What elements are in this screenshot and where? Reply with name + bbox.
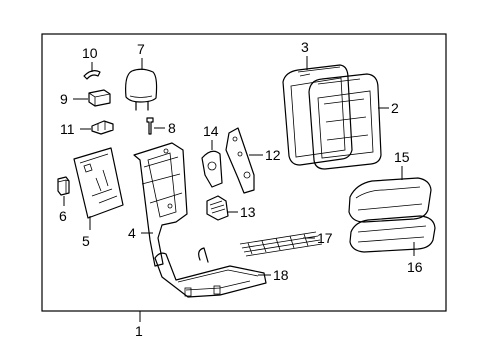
part-5-back-panel (73, 147, 124, 219)
callout-4: 4 (128, 225, 136, 241)
callout-7: 7 (137, 41, 145, 57)
part-8-pin (146, 117, 154, 135)
part-11-guide (91, 120, 114, 135)
part-18-seat-frame (154, 247, 267, 298)
callout-2: 2 (391, 100, 399, 116)
part-16-seat-pad (349, 215, 436, 253)
assembly-frame (41, 33, 447, 312)
part-7-headrest (125, 68, 158, 111)
callout-14: 14 (203, 123, 219, 139)
part-6-latch (57, 176, 70, 196)
callout-8: 8 (168, 120, 176, 136)
callout-5: 5 (82, 233, 90, 249)
part-2-back-cover (308, 73, 382, 170)
callout-6: 6 (59, 208, 67, 224)
callout-12: 12 (265, 147, 281, 163)
part-17-spring-mat (239, 231, 323, 257)
part-12-recliner (225, 127, 255, 194)
part-4-back-frame (133, 142, 188, 267)
callout-17: 17 (317, 230, 333, 246)
callout-18: 18 (273, 267, 289, 283)
callout-10: 10 (82, 45, 98, 61)
part-10-clip (83, 70, 101, 80)
callout-11: 11 (60, 121, 75, 137)
callout-13: 13 (240, 204, 256, 220)
callout-16: 16 (407, 259, 423, 275)
callout-1: 1 (135, 323, 143, 339)
callout-3: 3 (301, 39, 309, 55)
part-14-cover (201, 150, 223, 188)
callout-15: 15 (394, 149, 410, 165)
callout-9: 9 (60, 91, 68, 107)
part-9-bracket (88, 89, 111, 107)
part-13-lower-cover (206, 195, 229, 221)
part-15-seat-cover (348, 177, 432, 223)
part-3-back-pad (282, 64, 353, 166)
